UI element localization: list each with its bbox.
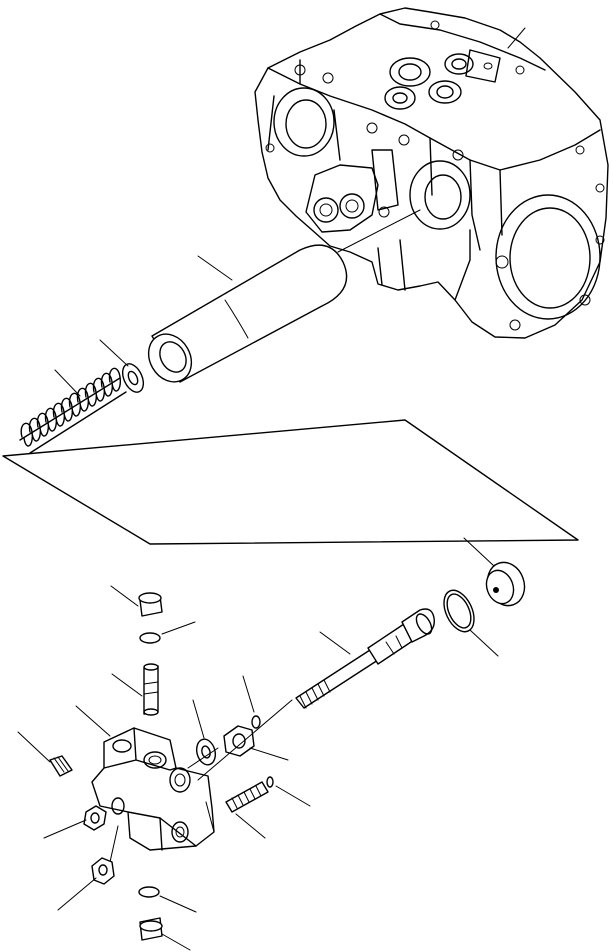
plug-top	[110, 585, 163, 617]
nut-lower	[57, 857, 115, 911]
lock-nut	[223, 725, 289, 761]
small-o-ring	[242, 675, 261, 729]
nut-left	[43, 805, 107, 839]
plug-bottom	[139, 917, 191, 951]
assembly-axis-line	[197, 699, 293, 781]
grouping-frame	[2, 419, 579, 545]
adjust-screw	[225, 776, 311, 839]
pump-housing	[254, 7, 609, 339]
o-ring-large	[443, 589, 499, 657]
spring	[19, 367, 127, 454]
spool-sleeve	[147, 244, 348, 383]
valve-body	[75, 705, 219, 881]
o-ring-top	[139, 621, 196, 644]
pin	[111, 663, 159, 716]
control-rod	[295, 608, 435, 709]
retaining-plate	[463, 537, 526, 607]
washer	[99, 339, 145, 393]
set-screw	[17, 731, 73, 777]
o-ring-bottom	[138, 886, 197, 913]
